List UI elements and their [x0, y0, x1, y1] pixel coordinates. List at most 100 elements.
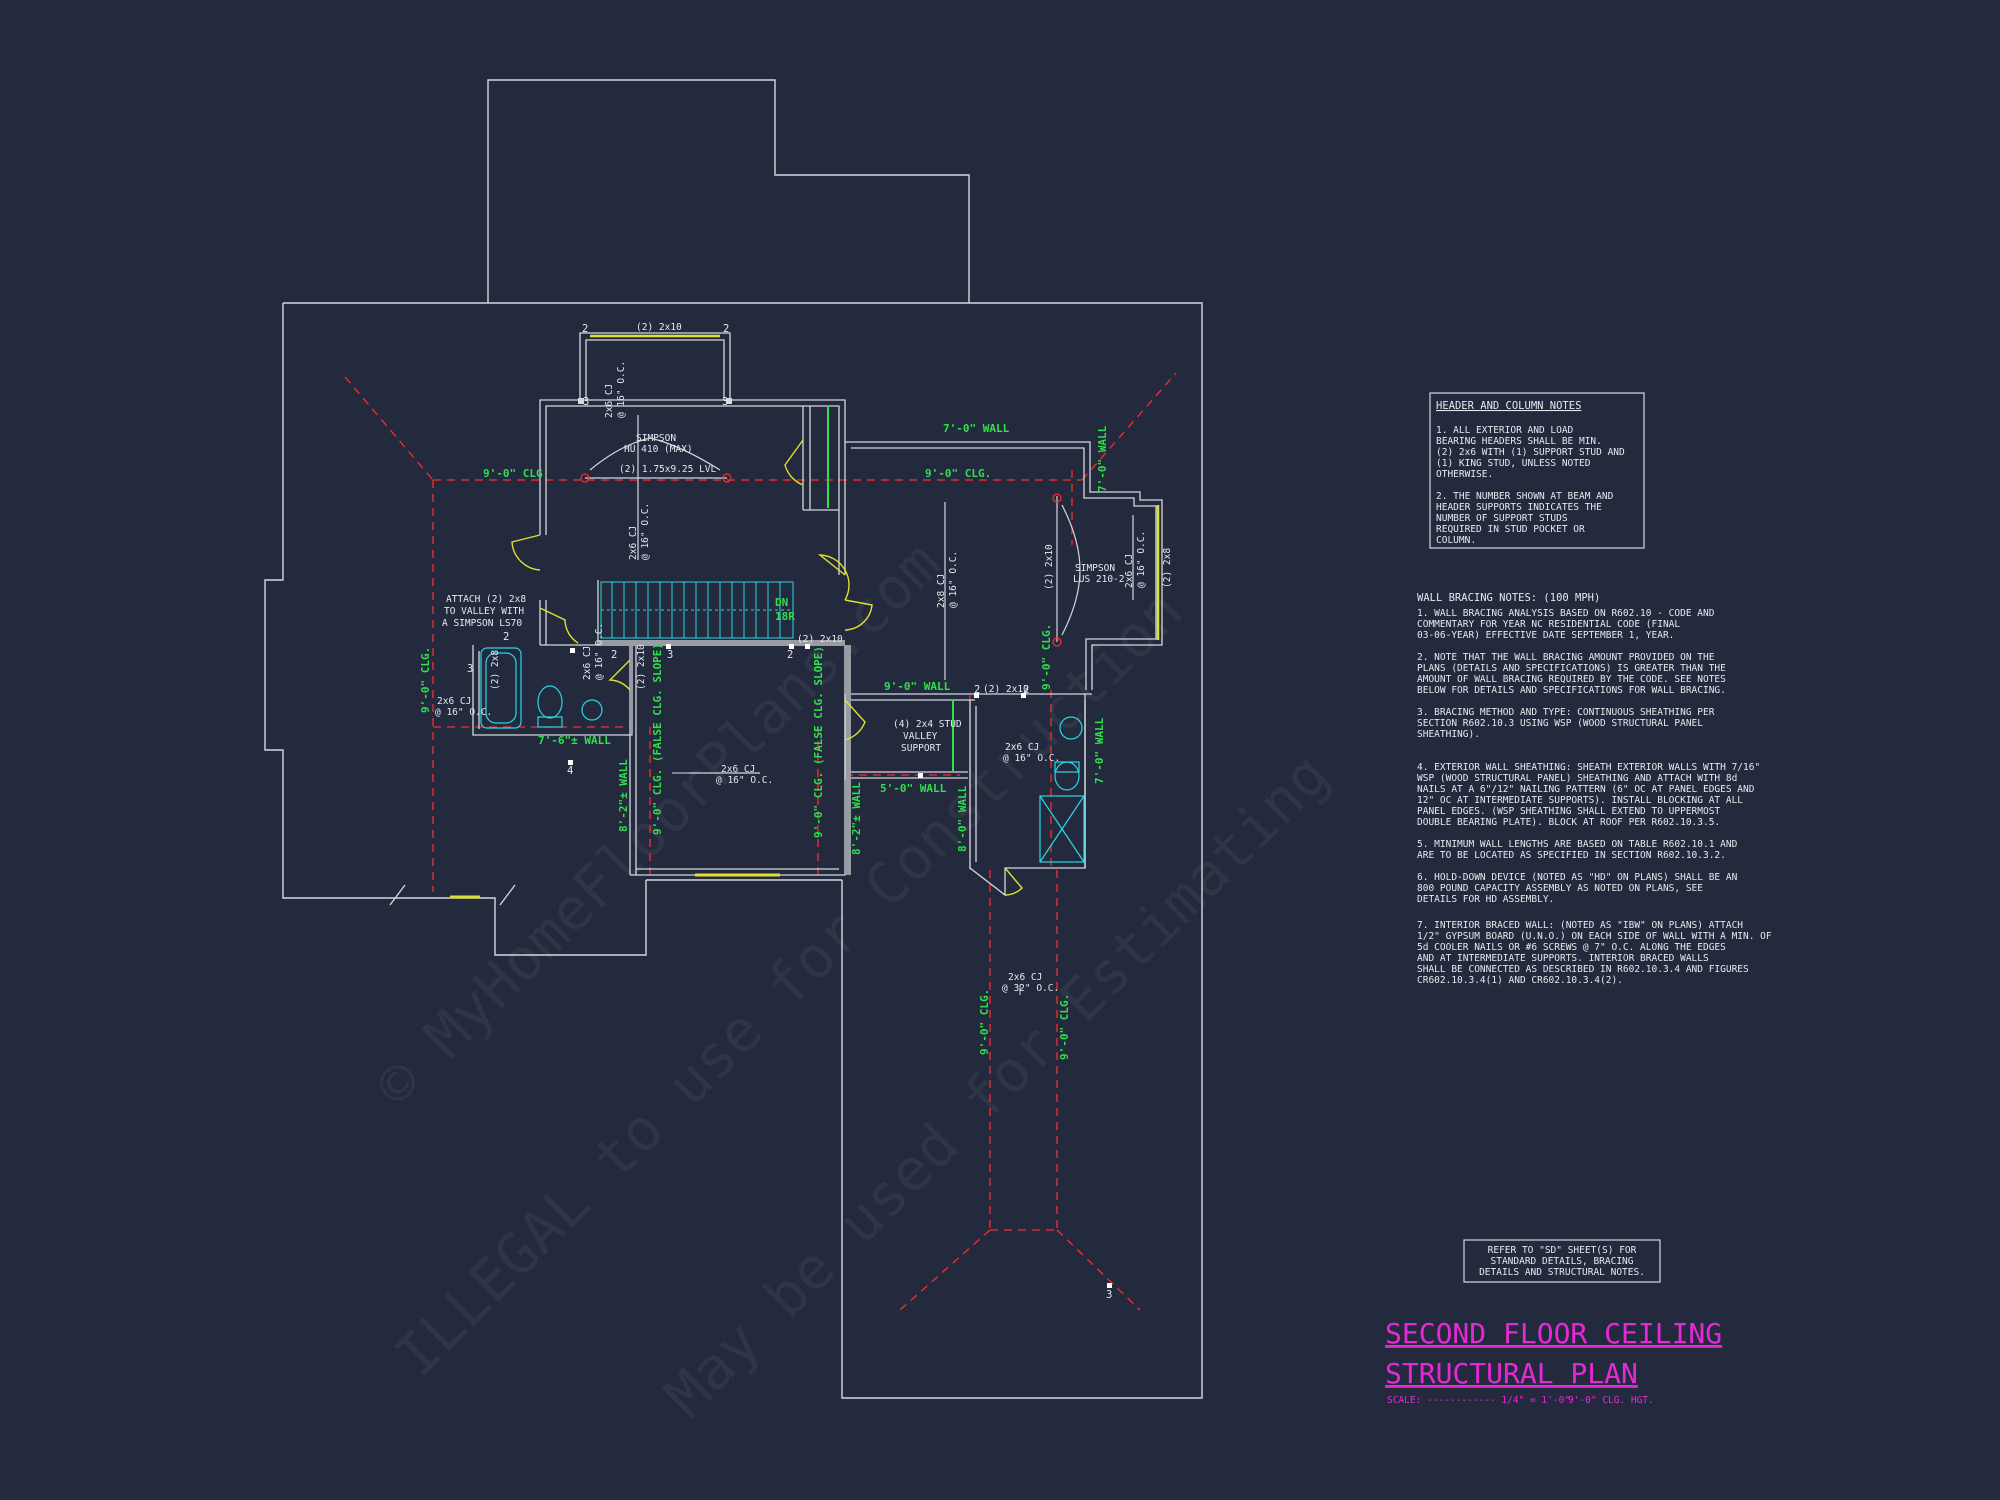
label-cj-top-2: @ 16" O.C. [616, 361, 627, 418]
bracing-notes-line: WSP (WOOD STRUCTURAL PANEL) SHEATHING AN… [1417, 773, 1737, 784]
posts [568, 644, 1112, 1288]
plan-labels: 9'-0" CLG. 9'-0" CLG. 7'-0" WALL 7'-0" W… [419, 322, 1173, 1060]
header-notes-title: HEADER AND COLUMN NOTES [1436, 400, 1581, 412]
label-cj-right-2: @ 16" O.C. [1136, 531, 1147, 588]
label-attach-3: A SIMPSON LS70 [442, 618, 522, 629]
toilet-icon [537, 685, 563, 719]
label-header-top: (2) 2x10 [636, 322, 682, 333]
bracing-notes-line: NAILS AT A 6"/12" NAILING PATTERN (6" OC… [1417, 784, 1755, 795]
bracing-notes-line: ARE TO BE LOCATED AS SPECIFIED IN SECTIO… [1417, 850, 1726, 861]
bracing-notes-line: 12" OC AT INTERMEDIATE SUPPORTS). INSTAL… [1417, 795, 1743, 806]
refer-note-panel: REFER TO "SD" SHEET(S) FOR STANDARD DETA… [1463, 1239, 1661, 1283]
header-notes-line: COLUMN. [1436, 535, 1476, 546]
support-num-8: 3 [467, 663, 473, 675]
header-notes-line: (2) 2x6 WITH (1) SUPPORT STUD AND [1436, 447, 1625, 458]
bracing-notes-line: BELOW FOR DETAILS AND SPECIFICATIONS FOR… [1417, 685, 1726, 696]
label-attach-2: TO VALLEY WITH [444, 606, 524, 617]
bracing-notes-line: SHALL BE CONNECTED AS DESCRIBED IN R602.… [1417, 964, 1749, 975]
header-notes-line: BEARING HEADERS SHALL BE MIN. [1436, 436, 1602, 447]
label-cj-small-1: 2x6 CJ [582, 646, 593, 680]
bracing-notes-line: AND AT INTERMEDIATE SUPPORTS. INTERIOR B… [1417, 953, 1709, 964]
label-cj-32-1: 2x6 CJ [1008, 972, 1042, 983]
refer-note-line-1: REFER TO "SD" SHEET(S) FOR [1488, 1245, 1637, 1256]
label-cj-small-2: @ 16" O.C. [594, 623, 605, 680]
label-cj-mid-1: 2x8 CJ [936, 574, 947, 608]
label-clg-right-vert: 9'-0" CLG. [1040, 624, 1053, 690]
header-notes-panel: HEADER AND COLUMN NOTES 1. ALL EXTERIOR … [1429, 392, 1645, 549]
label-false-clg-right: 9'-0" CLG. (FALSE CLG. SLOPE) [812, 646, 825, 838]
sink-icon-right [1059, 716, 1083, 740]
hidden-lines [344, 372, 1177, 1311]
label-cj-left-1: 2x6 CJ [437, 696, 471, 707]
bracing-notes-line: SECTION R602.10.3 USING WSP (WOOD STRUCT… [1417, 718, 1703, 729]
label-clg-center: 9'-0" CLG. [925, 467, 991, 480]
support-num-2: 2 [723, 323, 729, 335]
label-hdr-2x10-mid: (2) 2x10 [983, 684, 1029, 695]
label-wall-7-top: 7'-0" WALL [943, 422, 1010, 435]
bracing-notes-line: 5d COOLER NAILS OR #6 SCREWS @ 7" O.C. A… [1417, 942, 1726, 953]
support-num-4: 3 [722, 396, 728, 408]
label-cj-left-2: @ 16" O.C. [435, 707, 492, 718]
support-num-9: 3 [667, 649, 673, 661]
header-notes-line: NUMBER OF SUPPORT STUDS [1436, 513, 1568, 524]
label-stud-valley-2: VALLEY [903, 731, 938, 742]
header-notes-line: OTHERWISE. [1436, 469, 1493, 480]
label-cj-bath-2: @ 16" O.C. [1003, 753, 1060, 764]
label-clg-bot-left: 9'-0" CLG. [978, 989, 991, 1055]
label-stair-dn: DN [775, 596, 788, 609]
label-cj-room-1: 2x6 CJ [721, 764, 755, 775]
bracing-notes-line: 7. INTERIOR BRACED WALL: (NOTED AS "IBW"… [1417, 920, 1743, 931]
bracing-notes-line: 3. BRACING METHOD AND TYPE: CONTINUOUS S… [1417, 707, 1715, 718]
label-hdr-2x10-small: (2) 2x10 [636, 644, 647, 690]
bracing-notes-line: 6. HOLD-DOWN DEVICE (NOTED AS "HD" ON PL… [1417, 872, 1738, 883]
label-wall-82-mid: 8'-2"± WALL [850, 782, 863, 855]
bracing-notes-line: AMOUNT OF WALL BRACING REQUIRED BY THE C… [1417, 674, 1726, 685]
label-attach-1: ATTACH (2) 2x8 [446, 594, 526, 605]
label-stud-valley-3: SUPPORT [901, 743, 941, 754]
label-simpson-lus-2: LUS 210-2 [1073, 574, 1124, 585]
label-lvl: (2) 1.75x9.25 LVL [619, 464, 717, 475]
support-num-12: 2 [611, 649, 617, 661]
door-swings [511, 334, 1160, 896]
header-notes-line: HEADER SUPPORTS INDICATES THE [1436, 502, 1602, 513]
bracing-notes-panel: WALL BRACING NOTES: (100 MPH) 1. WALL BR… [1417, 592, 1772, 986]
title-block: SECOND FLOOR CEILING STRUCTURAL PLAN SCA… [1385, 1317, 1722, 1406]
support-num-5: 2 [503, 631, 509, 643]
refer-note-line-2: STANDARD DETAILS, BRACING [1491, 1256, 1634, 1267]
dimension-arrows [672, 505, 1021, 995]
label-wall-5: 5'-0" WALL [880, 782, 947, 795]
label-cj-right-1: 2x6 CJ [1124, 554, 1135, 588]
bracing-notes-line: SHEATHING). [1417, 729, 1480, 740]
fixtures [480, 647, 1085, 863]
building-outline [264, 79, 1203, 1399]
support-num-7: 2 [974, 684, 980, 696]
bracing-notes-line: PANEL EDGES. (WSP SHEATHING SHALL EXTEND… [1417, 806, 1720, 817]
label-simpson-lus-1: SIMPSON [1075, 563, 1115, 574]
bathtub-icon [480, 647, 522, 729]
bracing-notes-line: COMMENTARY FOR YEAR NC RESIDENTIAL CODE … [1417, 619, 1680, 630]
scale-label: SCALE: ------------ 1/4" = 1'-0" [1387, 1395, 1570, 1406]
label-cj-center-1: 2x6 CJ [628, 526, 639, 560]
label-wall-82-left: 8'-2"± WALL [617, 759, 630, 832]
label-false-clg-left: 9'-0" CLG. (FALSE CLG. SLOPE) [651, 643, 664, 835]
interior-walls [389, 332, 1163, 906]
watermark-line-3: May be used for Estimating [652, 740, 1342, 1430]
label-cj-mid-2: @ 16" O.C. [948, 551, 959, 608]
bracing-notes-line: 5. MINIMUM WALL LENGTHS ARE BASED ON TAB… [1417, 839, 1738, 850]
bracing-notes-line: 2. NOTE THAT THE WALL BRACING AMOUNT PRO… [1417, 652, 1715, 663]
toilet-icon-right [1054, 761, 1080, 791]
bracing-notes-line: 03-06-YEAR) EFFECTIVE DATE SEPTEMBER 1, … [1417, 630, 1674, 641]
support-num-3: 3 [583, 396, 589, 408]
label-wall-76: 7'-6"± WALL [538, 734, 611, 747]
label-cj-bath-1: 2x6 CJ [1005, 742, 1039, 753]
label-hdr-2x8-small: (2) 2x8 [490, 650, 501, 690]
label-clg-bot-right: 9'-0" CLG. [1058, 994, 1071, 1060]
label-hdr-2x8-vert: (2) 2x8 [1162, 548, 1173, 588]
sheet-title-line-1: SECOND FLOOR CEILING [1385, 1317, 1722, 1350]
label-stair-num: 18R [775, 610, 795, 623]
label-simpson-hu-2: HU 410 (MAX) [624, 444, 693, 455]
label-wall-9-mid: 9'-0" WALL [884, 680, 951, 693]
bracing-notes-line: CR602.10.3.4(1) AND CR602.10.3.4(2). [1417, 975, 1623, 986]
shower-icon [1039, 795, 1085, 863]
